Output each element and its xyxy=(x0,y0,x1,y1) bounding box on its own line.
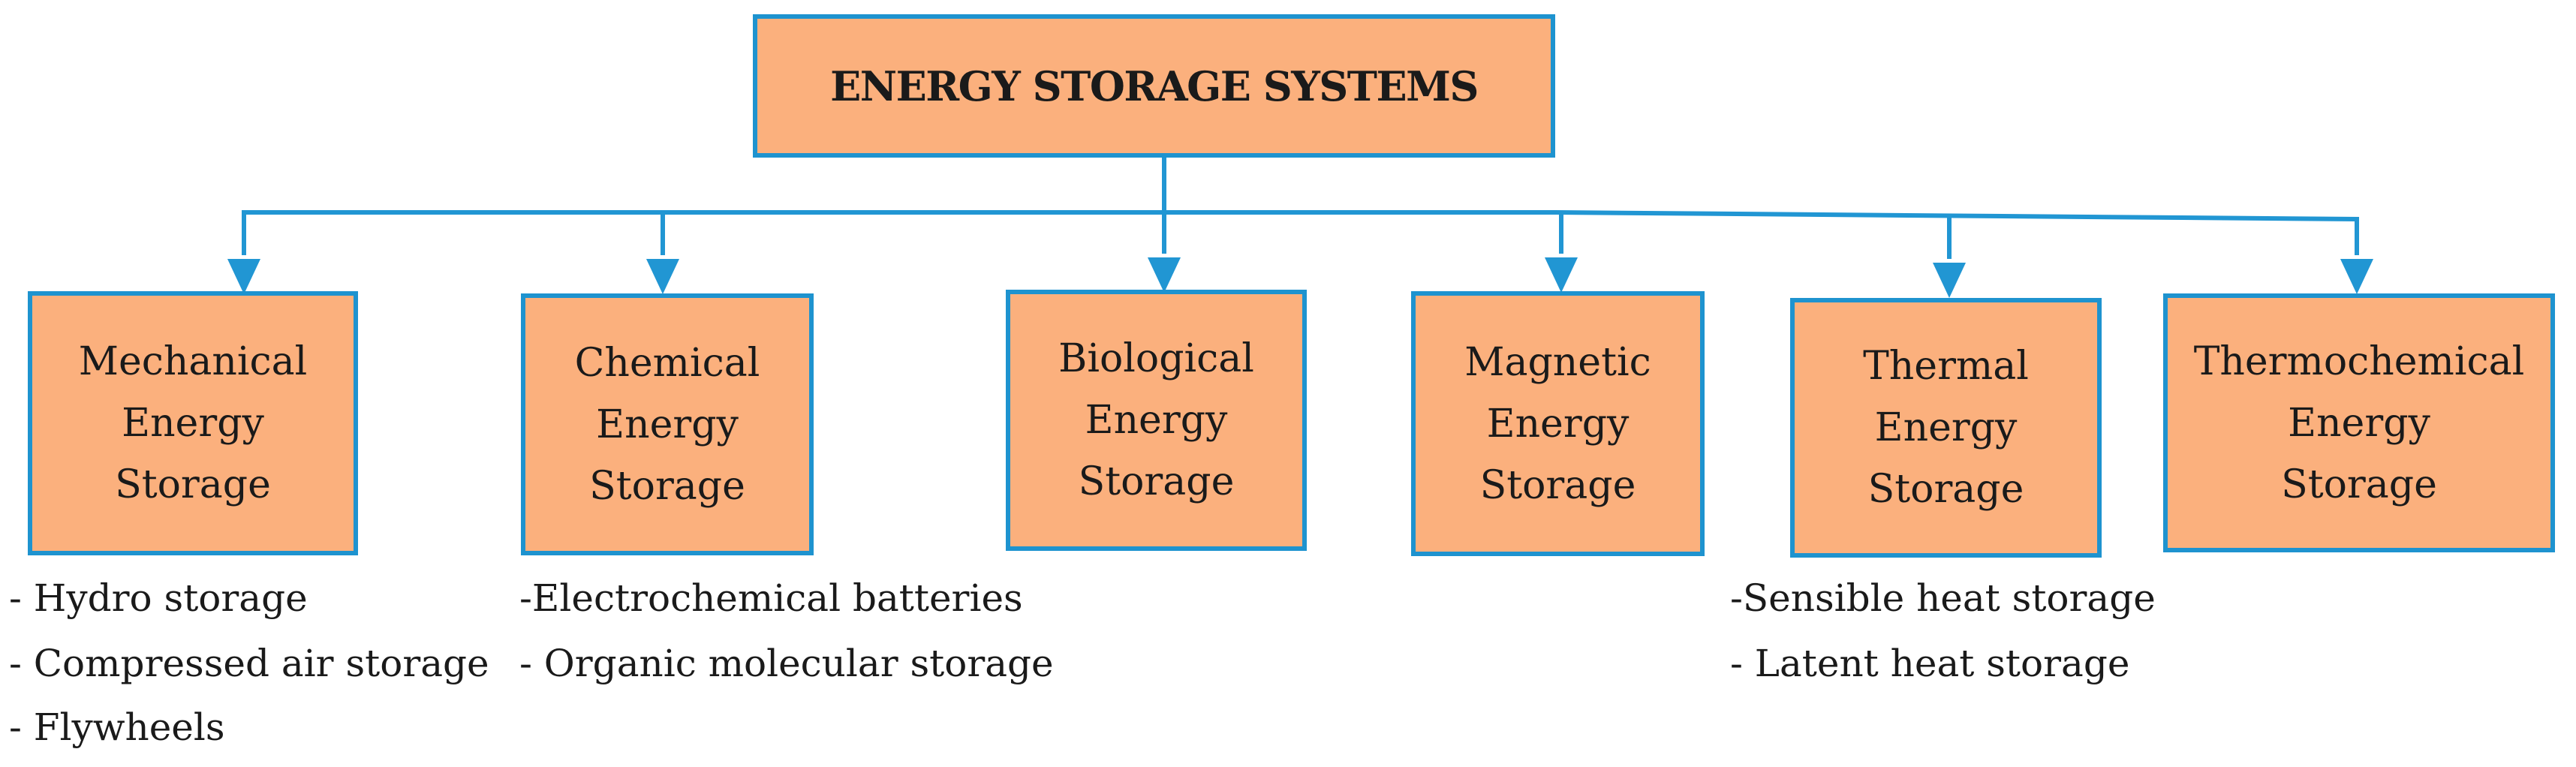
category-box-biological: Biological Energy Storage xyxy=(1006,290,1307,551)
category-box-magnetic: Magnetic Energy Storage xyxy=(1411,291,1705,556)
category-label: Chemical Energy Storage xyxy=(574,340,760,509)
arrow-mechanical xyxy=(227,259,260,294)
list-item: - Organic molecular storage xyxy=(519,642,1054,685)
category-box-mechanical: Mechanical Energy Storage xyxy=(28,291,358,555)
chemical-examples-list: -Electrochemical batteries - Organic mol… xyxy=(519,576,1090,696)
list-item: -Sensible heat storage xyxy=(1730,576,2156,620)
category-label: Magnetic Energy Storage xyxy=(1464,339,1651,508)
arrow-thermochemical xyxy=(2340,259,2373,294)
bus-line xyxy=(242,210,2359,251)
root-box: ENERGY STORAGE SYSTEMS xyxy=(753,14,1555,158)
mechanical-examples-list: - Hydro storage - Compressed air storage… xyxy=(9,576,519,764)
category-label: Thermal Energy Storage xyxy=(1863,344,2029,512)
arrow-chemical xyxy=(646,259,679,294)
category-box-thermochemical: Thermochemical Energy Storage xyxy=(2163,293,2555,552)
root-title: ENERGY STORAGE SYSTEMS xyxy=(830,62,1479,110)
category-label: Thermochemical Energy Storage xyxy=(2193,338,2525,507)
category-label: Biological Energy Storage xyxy=(1058,336,1254,504)
category-box-thermal: Thermal Energy Storage xyxy=(1790,298,2102,558)
list-item: -Electrochemical batteries xyxy=(519,576,1023,620)
thermal-examples-list: -Sensible heat storage - Latent heat sto… xyxy=(1730,576,2180,696)
list-item: - Latent heat storage xyxy=(1730,642,2130,685)
list-item: - Hydro storage xyxy=(9,576,308,620)
list-item: - Compressed air storage xyxy=(9,642,489,685)
list-item: - Flywheels xyxy=(9,705,225,749)
arrow-biological xyxy=(1148,257,1181,293)
category-label: Mechanical Energy Storage xyxy=(78,339,308,507)
arrow-magnetic xyxy=(1545,257,1578,293)
arrow-thermal xyxy=(1933,263,1966,298)
category-box-chemical: Chemical Energy Storage xyxy=(521,293,814,555)
